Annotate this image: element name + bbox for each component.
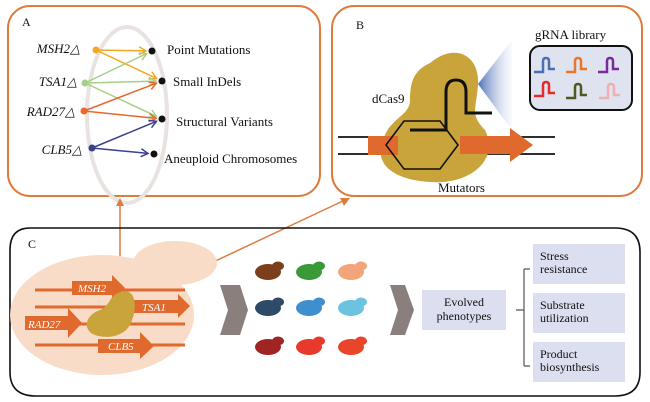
gene-segment-left bbox=[368, 136, 398, 155]
outcome-structural-variants: Structural Variants bbox=[176, 114, 273, 129]
gene-arrow-tsa1 bbox=[132, 294, 190, 318]
mutant-cell-bud bbox=[313, 336, 325, 346]
bracket bbox=[516, 268, 530, 367]
phenotype-text: biosynthesis bbox=[540, 360, 600, 374]
outcome-dot bbox=[158, 115, 166, 123]
gene-dot-msh2 bbox=[92, 46, 100, 54]
mutant-cell-bud bbox=[313, 297, 325, 307]
gene-dot-clb5 bbox=[88, 144, 96, 152]
phenotype-box bbox=[533, 342, 625, 382]
dcas9-label: dCas9 bbox=[372, 91, 405, 106]
mutant-cell-bud bbox=[355, 261, 367, 271]
phenotype-box bbox=[533, 293, 625, 333]
link-arrow bbox=[91, 147, 149, 155]
gene-label-clb5: CLB5△ bbox=[42, 142, 82, 157]
zoom-cone bbox=[478, 40, 512, 130]
outcome-dot bbox=[148, 47, 156, 55]
gene-text-tsa1: TSA1 bbox=[142, 302, 166, 314]
phenotype-text: utilization bbox=[540, 311, 589, 325]
phenotype-text: resistance bbox=[540, 262, 587, 276]
link-arrowhead bbox=[148, 119, 158, 129]
phenotype-text: Product bbox=[540, 347, 578, 361]
gene-dot-tsa1 bbox=[81, 79, 89, 87]
grna-glyph bbox=[534, 56, 555, 74]
panel-c-label: C bbox=[28, 237, 36, 251]
link-arrow bbox=[84, 52, 147, 84]
link-arrow bbox=[84, 80, 157, 84]
flow-arrow-2 bbox=[390, 285, 414, 335]
mutant-cell-bud bbox=[355, 297, 367, 307]
grna-glyph bbox=[534, 80, 555, 98]
link-arrow bbox=[83, 110, 157, 120]
grna-glyph bbox=[598, 56, 619, 74]
gene-label-msh2: MSH2△ bbox=[36, 41, 80, 56]
outcome-point-mutations: Point Mutations bbox=[167, 42, 250, 57]
panel-c: C MSH2 TSA1 RAD27 CLB5 Evolved phenotype… bbox=[9, 227, 641, 397]
mutators-label: Mutators bbox=[438, 180, 485, 195]
grna-glyph bbox=[566, 82, 587, 100]
mutant-cell-bud bbox=[355, 336, 367, 346]
gene-label-rad27: RAD27△ bbox=[26, 104, 75, 119]
evolved-line-1: Evolved bbox=[444, 295, 484, 309]
grna-glyph bbox=[599, 82, 620, 100]
gene-text-rad27: RAD27 bbox=[27, 319, 61, 331]
outcome-dot bbox=[158, 77, 166, 85]
grna-library-box bbox=[529, 45, 633, 111]
outcome-dot bbox=[150, 150, 158, 158]
link-arrow bbox=[95, 49, 147, 52]
link-arrow bbox=[91, 120, 157, 149]
mutant-cell-bud bbox=[272, 297, 284, 307]
panel-b: B dCas9 Mutators gRNA library bbox=[331, 5, 643, 197]
evolved-line-2: phenotypes bbox=[437, 309, 492, 323]
panel-a: A MSH2△ TSA1△ RAD27△ CLB5△ Point Mutatio… bbox=[7, 5, 321, 205]
connector-b-arrowhead bbox=[340, 198, 350, 206]
link-arrow bbox=[95, 49, 157, 80]
connector-a-arrowhead bbox=[116, 198, 124, 206]
grna-glyph bbox=[566, 56, 587, 74]
outcome-aneuploid-chromosomes: Aneuploid Chromosomes bbox=[164, 151, 297, 166]
grna-library-title: gRNA library bbox=[535, 27, 607, 42]
link-arrowhead bbox=[148, 109, 158, 118]
gene-arrow-clb5 bbox=[98, 332, 154, 359]
hexagon-complex bbox=[385, 120, 459, 170]
gene-arrow-msh2 bbox=[72, 275, 125, 300]
dcas9-protein-c bbox=[86, 291, 135, 337]
link-arrow bbox=[83, 82, 157, 112]
phenotype-text: Substrate bbox=[540, 298, 585, 312]
mutant-cell-bud bbox=[272, 261, 284, 271]
link-arrowhead bbox=[140, 148, 150, 158]
grna-strand bbox=[410, 78, 492, 132]
panel-b-label: B bbox=[356, 18, 364, 32]
link-arrow bbox=[84, 82, 157, 118]
panel-a-border bbox=[7, 5, 321, 197]
evolved-phenotypes-box bbox=[422, 290, 506, 330]
gene-text-clb5: CLB5 bbox=[108, 341, 134, 353]
flow-arrow-1 bbox=[220, 285, 248, 335]
gene-label-tsa1: TSA1△ bbox=[39, 74, 77, 89]
link-arrowhead bbox=[148, 81, 158, 90]
gene-dot-rad27 bbox=[80, 107, 88, 115]
panel-a-label: A bbox=[22, 15, 31, 29]
link-arrowhead bbox=[148, 76, 158, 86]
mutant-cell-bud bbox=[272, 336, 284, 346]
outcome-small-indels: Small InDels bbox=[173, 74, 241, 89]
gene-arrow bbox=[460, 128, 533, 162]
gene-arrow-rad27 bbox=[25, 308, 82, 338]
grouping-ellipse bbox=[85, 25, 169, 205]
panel-c-border bbox=[9, 227, 641, 397]
phenotype-text: Stress bbox=[540, 249, 569, 263]
link-arrowhead bbox=[138, 52, 148, 61]
gene-text-msh2: MSH2 bbox=[77, 283, 107, 295]
phenotype-box bbox=[533, 244, 625, 284]
mutant-cell-bud bbox=[313, 261, 325, 271]
